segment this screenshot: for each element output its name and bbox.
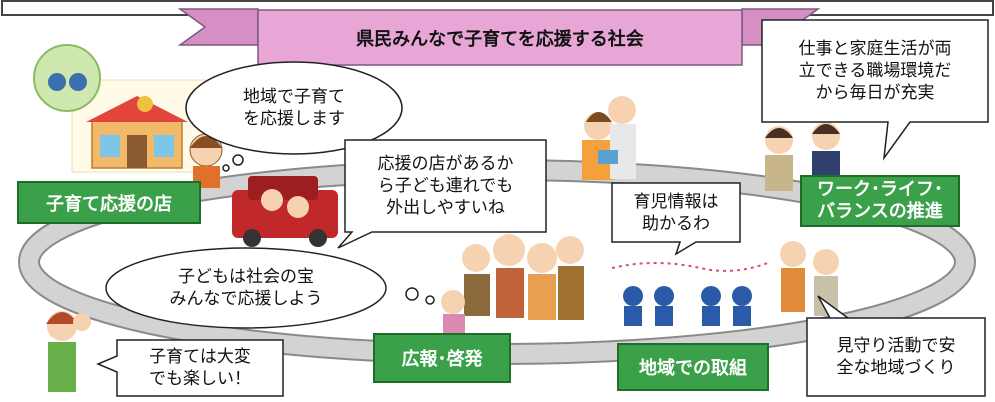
bubble-store-family	[337, 139, 547, 249]
bubble-child-info	[611, 182, 741, 256]
bubble-child-info-text: 育児情報は 助かるわ	[633, 191, 719, 234]
bubble-watch-activity-text: 見守り活動で安 全な地域づくり	[836, 336, 956, 378]
shop-icon	[86, 96, 188, 169]
bubble-society-treasure	[105, 247, 435, 329]
bubble-store-family-text: 応援の店があるか ら子ども連れでも 外出しやすいね	[377, 154, 514, 218]
label-community: 地域での取組	[639, 358, 747, 379]
label-bg-work-life	[800, 175, 960, 227]
bubble-shop-support-text: 地域で子育て を応援します	[243, 87, 345, 129]
bubble-hard-but-fun	[96, 339, 284, 397]
mother-child-icon	[46, 311, 91, 392]
banner-title: 県民みんなで子育てを応援する社会	[356, 28, 644, 50]
label-pr: 広報･啓発	[401, 349, 483, 370]
family-car-icon	[232, 176, 338, 247]
bubble-shop-support	[185, 61, 403, 172]
bubble-watch-activity	[806, 295, 986, 397]
label-bg-shop	[17, 181, 201, 224]
label-bg-community	[617, 343, 769, 391]
bubble-hard-but-fun-text: 子育ては大変 でも楽しい！	[149, 347, 251, 389]
workers-icon	[765, 122, 840, 191]
couple-icon	[582, 96, 636, 180]
label-shop: 子育て応援の店	[46, 193, 172, 215]
banner-ribbon	[177, 8, 821, 66]
community-family-icon	[441, 234, 584, 340]
label-work-life: ワーク･ライフ･ バランスの推進	[817, 179, 943, 222]
bubble-work-life-text: 仕事と家庭生活が両 立できる職場環境だ から毎日が充実	[798, 39, 952, 103]
children-line-icon	[611, 261, 771, 326]
bubble-society-treasure-text: 子どもは社会の宝 みんなで応援しよう	[169, 267, 323, 309]
label-bg-pr	[373, 333, 511, 383]
bubble-work-life	[761, 19, 989, 161]
